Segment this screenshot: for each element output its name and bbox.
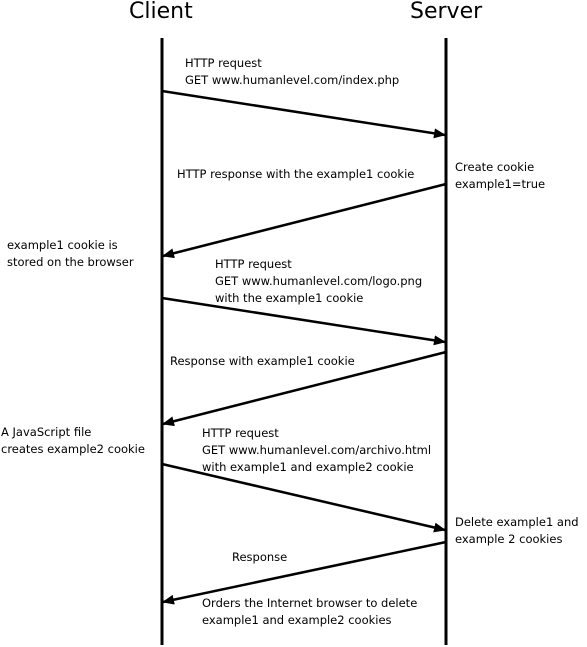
message-label-line: HTTP request bbox=[215, 257, 292, 271]
note-line: A JavaScript file bbox=[1, 425, 92, 439]
message-label-2: HTTP response with the example1 cookie bbox=[177, 166, 414, 183]
note-line: stored on the browser bbox=[7, 255, 134, 269]
note-line: creates example2 cookie bbox=[1, 442, 145, 456]
message-label-line: Response bbox=[232, 550, 288, 564]
note-line: example1 cookie is bbox=[7, 238, 118, 252]
message-arrow-6 bbox=[162, 540, 447, 605]
message-arrow-4 bbox=[162, 350, 447, 427]
note-client-cookie-stored: example1 cookie is stored on the browser bbox=[7, 237, 134, 271]
note-client-orders-delete: Orders the Internet browser to delete ex… bbox=[202, 595, 417, 629]
message-label-line: with the example1 cookie bbox=[215, 291, 364, 305]
note-line: Delete example1 and bbox=[455, 515, 579, 529]
message-label-4: Response with example1 cookie bbox=[170, 353, 355, 370]
message-arrow-3 bbox=[161, 296, 446, 346]
note-server-delete-cookies: Delete example1 and example 2 cookies bbox=[455, 514, 579, 548]
note-line: Create cookie bbox=[455, 160, 535, 174]
message-arrow-2 bbox=[162, 182, 447, 259]
message-label-line: HTTP response with the example1 cookie bbox=[177, 167, 415, 181]
message-label-line: HTTP request bbox=[185, 56, 262, 70]
note-line: Orders the Internet browser to delete bbox=[202, 596, 418, 610]
note-client-javascript: A JavaScript file creates example2 cooki… bbox=[1, 424, 145, 458]
note-line: example1 and example2 cookies bbox=[202, 613, 392, 627]
message-label-3: HTTP request GET www.humanlevel.com/logo… bbox=[215, 256, 422, 307]
message-label-line: Response with example1 cookie bbox=[170, 354, 355, 368]
message-label-line: GET www.humanlevel.com/logo.png bbox=[215, 274, 423, 288]
note-server-create-cookie: Create cookie example1=true bbox=[455, 159, 545, 193]
message-label-line: HTTP request bbox=[202, 426, 279, 440]
message-label-line: GET www.humanlevel.com/archivo.html bbox=[202, 443, 432, 457]
message-arrow-5 bbox=[161, 462, 446, 533]
message-label-1: HTTP request GET www.humanlevel.com/inde… bbox=[185, 55, 399, 89]
message-label-6: Response bbox=[232, 549, 287, 566]
note-line: example 2 cookies bbox=[455, 532, 563, 546]
server-lane-label: Server bbox=[410, 0, 483, 24]
message-label-line: GET www.humanlevel.com/index.php bbox=[185, 73, 400, 87]
message-label-5: HTTP request GET www.humanlevel.com/arch… bbox=[202, 425, 431, 476]
client-lane-label: Client bbox=[129, 0, 193, 24]
message-label-line: with example1 and example2 cookie bbox=[202, 460, 414, 474]
note-line: example1=true bbox=[455, 177, 546, 191]
message-arrow-1 bbox=[161, 89, 446, 139]
